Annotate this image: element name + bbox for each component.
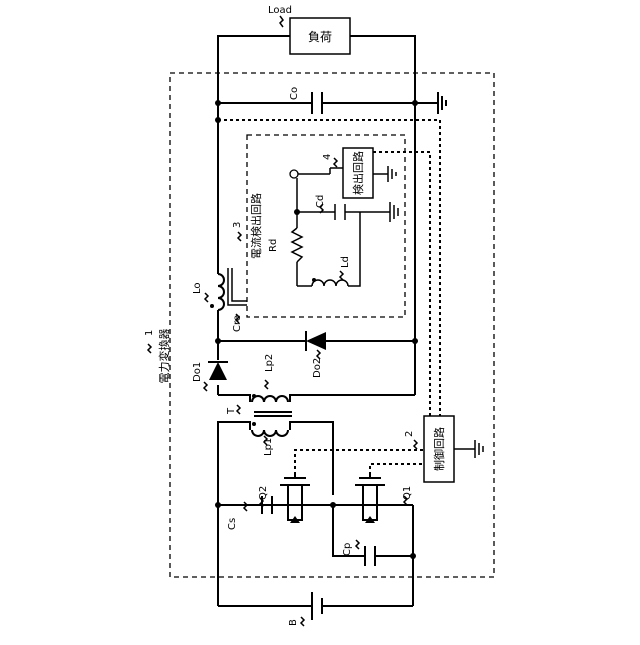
lp2-label: Lp2 xyxy=(264,354,275,372)
control-name: 制御回路 xyxy=(432,427,446,471)
cp-label: Cp xyxy=(342,543,353,556)
lo-inductor: Lo xyxy=(192,270,224,310)
cd-ground-icon xyxy=(390,202,398,222)
load-tag: Load xyxy=(268,5,292,16)
cp-capacitor: Cp xyxy=(342,540,375,566)
rd-resistor: Rd xyxy=(268,228,302,262)
battery-label: B xyxy=(288,619,299,626)
detect-name: 検出回路 xyxy=(351,151,365,195)
cd-capacitor: Cd xyxy=(315,195,345,220)
load-name: 負荷 xyxy=(308,30,332,44)
ld-inductor: Ld xyxy=(312,256,351,286)
q1-mosfet: Q1 xyxy=(333,475,413,523)
co-capacitor: Co xyxy=(289,87,322,114)
q2-label: Q2 xyxy=(258,486,269,500)
control-ref: 2 xyxy=(404,431,415,437)
current-detect-boundary xyxy=(247,135,405,317)
ld-label: Ld xyxy=(340,256,351,268)
cs-label: Cs xyxy=(227,518,238,530)
current-detect-ref: 3 xyxy=(232,222,243,228)
load-block: 負荷 Load xyxy=(268,5,350,54)
detect-ref: 4 xyxy=(322,154,333,160)
detect-circuit-block: 検出回路 4 xyxy=(322,148,396,198)
t-label: T xyxy=(226,407,237,415)
do2-label: Do2 xyxy=(312,358,323,378)
converter-labels: 1 電力変換器 xyxy=(144,329,171,384)
cs-capacitor: Cs xyxy=(227,496,272,530)
converter-name: 電力変換器 xyxy=(157,329,171,384)
co-label: Co xyxy=(289,87,300,100)
current-detect-name: 電流検出回路 xyxy=(249,193,263,259)
q1-label: Q1 xyxy=(402,486,413,500)
do2-diode: Do2 xyxy=(306,331,326,378)
cre-core: Cre xyxy=(228,268,247,332)
do1-label: Do1 xyxy=(192,362,203,382)
detect-terminal xyxy=(290,170,298,178)
battery-b: B xyxy=(288,592,322,626)
converter-ref: 1 xyxy=(144,330,155,336)
lo-label: Lo xyxy=(192,282,203,294)
main-wiring xyxy=(218,36,446,606)
rd-label: Rd xyxy=(268,239,279,252)
q2-mosfet: Q2 xyxy=(258,475,333,523)
transformer-t: T Lp2 Lp1 xyxy=(226,354,292,456)
do1-diode: Do1 xyxy=(192,362,228,391)
